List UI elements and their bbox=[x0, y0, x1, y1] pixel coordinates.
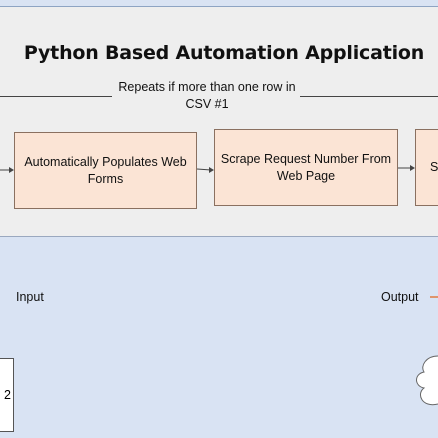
loop-line-right bbox=[300, 96, 438, 97]
arrow-step-1-to-2 bbox=[196, 168, 212, 171]
top-divider bbox=[0, 6, 438, 7]
arrowhead-step-1 bbox=[9, 167, 14, 173]
top-border bbox=[0, 0, 438, 6]
panel-title: Python Based Automation Application bbox=[23, 42, 425, 64]
input-label: Input bbox=[16, 290, 44, 304]
output-label: Output bbox=[381, 290, 419, 304]
arrowhead-step-3 bbox=[410, 165, 415, 171]
step-next-partial: S bbox=[415, 129, 438, 206]
step-scrape-request: Scrape Request Number From Web Page bbox=[214, 129, 398, 206]
step-populate-forms-label: Automatically Populates Web Forms bbox=[24, 154, 187, 186]
loop-label: Repeats if more than one row in CSV #1 bbox=[118, 80, 296, 111]
panel-bottom-divider bbox=[0, 236, 438, 237]
step-next-partial-label: S bbox=[430, 160, 438, 174]
input-item-box: 2 bbox=[0, 358, 14, 432]
cloud-icon bbox=[416, 355, 438, 406]
input-item-text: 2 bbox=[4, 388, 11, 402]
step-scrape-request-label: Scrape Request Number From Web Page bbox=[220, 151, 392, 183]
loop-line-left bbox=[0, 96, 112, 97]
step-populate-forms: Automatically Populates Web Forms bbox=[14, 132, 197, 209]
arrowhead-step-2 bbox=[209, 167, 214, 173]
